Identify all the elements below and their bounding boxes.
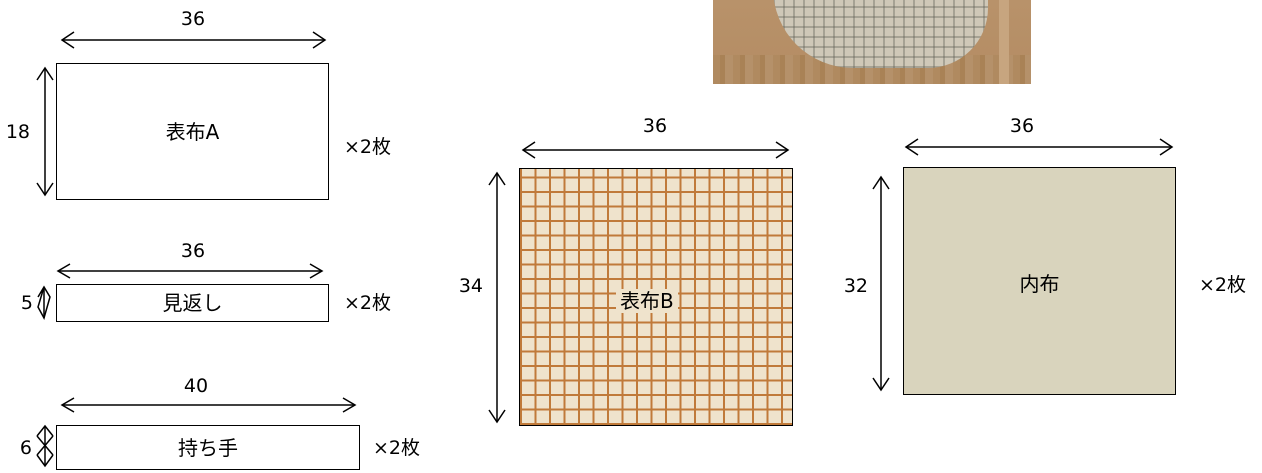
handle-count: ×2枚 <box>373 437 421 459</box>
handle-box: 持ち手 <box>56 425 360 470</box>
wood-post <box>999 0 1009 84</box>
bag-photo-icon <box>713 0 1031 84</box>
piece-a-width-label: 36 <box>180 8 206 30</box>
piece-a-name: 表布A <box>165 119 220 144</box>
facing-width-label: 36 <box>180 240 206 262</box>
piece-b-box: 表布B <box>519 168 793 426</box>
lining-box: 内布 <box>903 167 1176 395</box>
facing-height-arrow <box>37 285 51 320</box>
facing-box: 見返し <box>56 284 329 322</box>
handle-name: 持ち手 <box>178 435 238 460</box>
piece-b-name: 表布B <box>616 289 678 313</box>
piece-a-count: ×2枚 <box>344 136 392 158</box>
handle-width-label: 40 <box>183 375 209 397</box>
facing-count: ×2枚 <box>344 292 392 314</box>
handle-height-label: 6 <box>19 437 32 459</box>
facing-height-label: 5 <box>20 292 33 314</box>
lining-width-label: 36 <box>1009 115 1035 137</box>
lining-height-label: 32 <box>843 275 868 297</box>
piece-a-box: 表布A <box>56 63 329 200</box>
facing-name: 見返し <box>162 291 223 315</box>
lining-name: 内布 <box>1019 272 1060 296</box>
lining-count: ×2枚 <box>1199 274 1247 296</box>
piece-b-width-label: 36 <box>642 115 668 137</box>
piece-a-height-label: 18 <box>5 121 30 143</box>
piece-b-height-label: 34 <box>458 275 483 297</box>
